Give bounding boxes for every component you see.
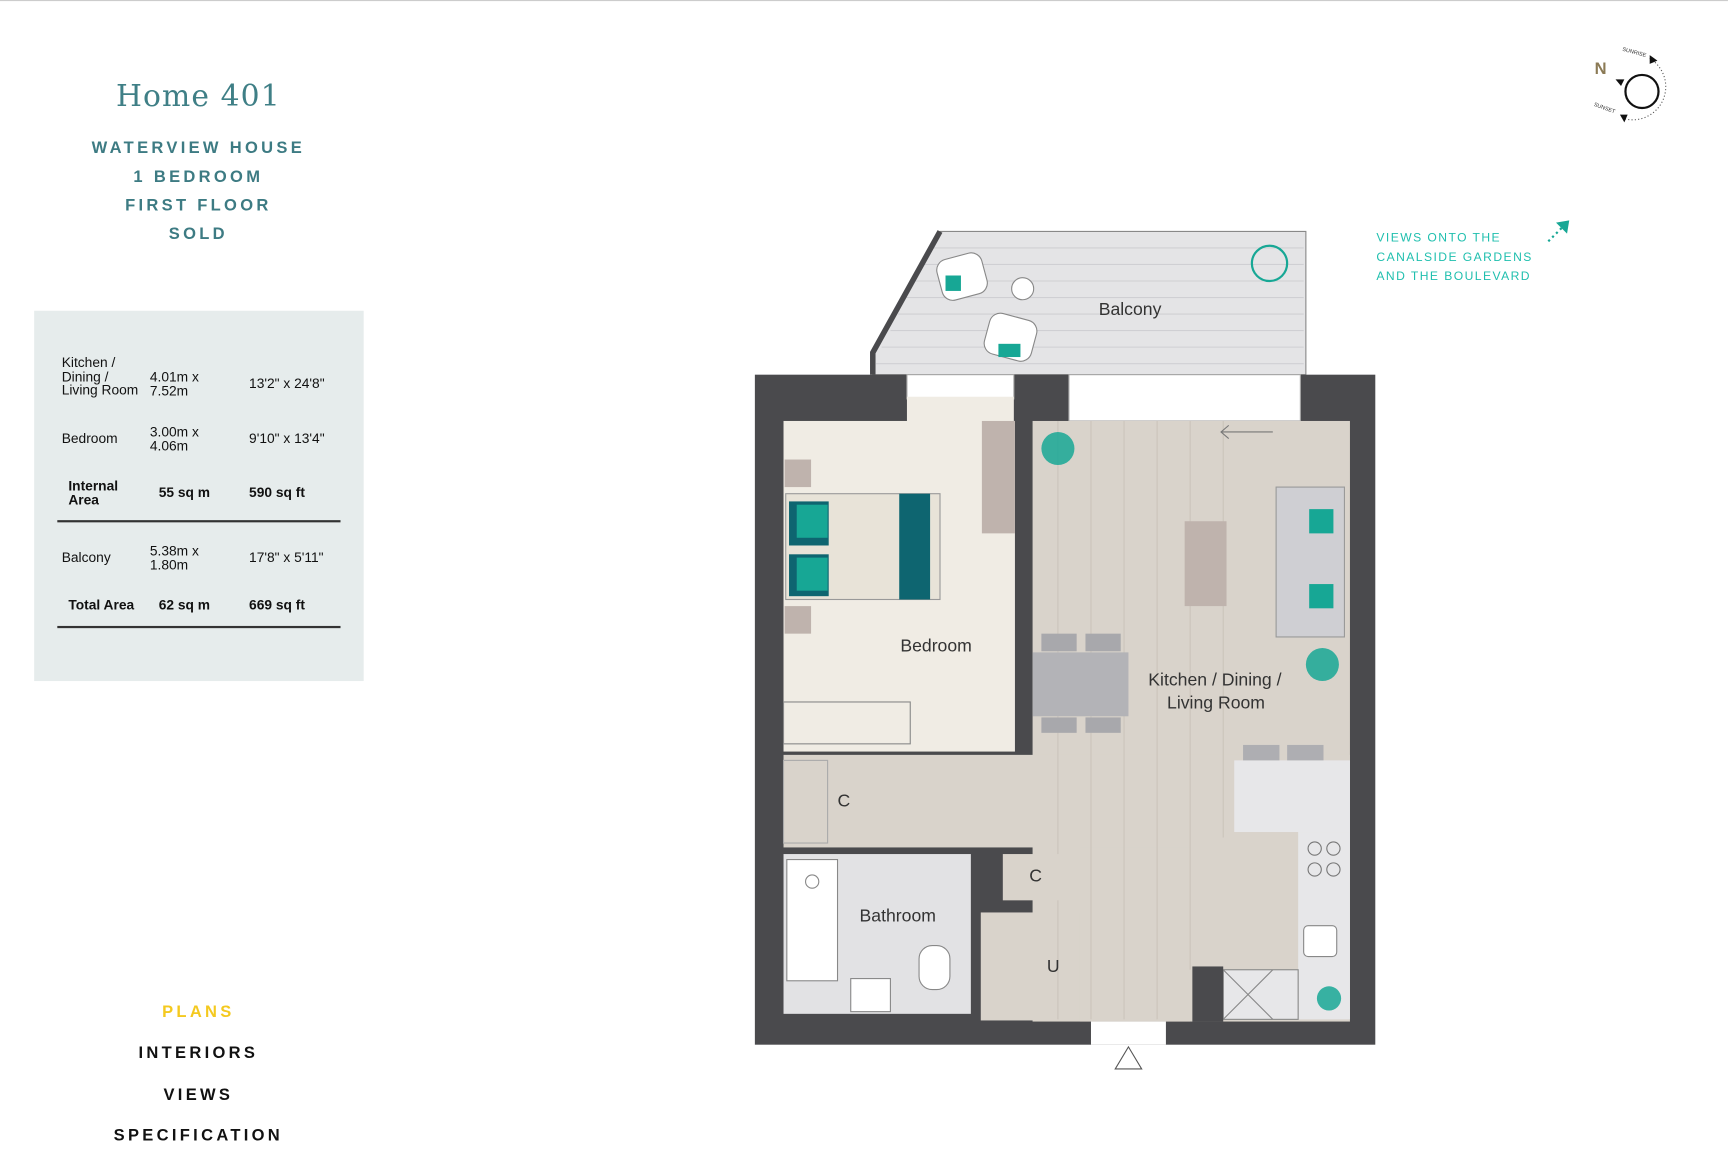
room-label-cupboard-2: C (1029, 866, 1042, 886)
room-name: Internal Area (68, 478, 119, 508)
coffee-table-icon (1184, 521, 1227, 607)
building-name: WATERVIEW HOUSE (91, 138, 306, 158)
room-label-bathroom: Bathroom (860, 905, 936, 925)
sunset-label: SUNSET (1593, 102, 1617, 115)
divider (57, 520, 341, 523)
view-arrow-icon (1547, 220, 1570, 243)
room-label-living: Kitchen / Dining / (1148, 669, 1281, 689)
views-note-line: AND THE BOULEVARD (1376, 269, 1531, 284)
imperial-size: 590 sq ft (249, 484, 305, 501)
sunrise-label: SUNRISE (1622, 47, 1647, 59)
nav-plans[interactable]: PLANS (162, 1002, 235, 1022)
imperial-size: 9'10" x 13'4" (249, 430, 325, 447)
room-label-cupboard: C (838, 791, 851, 811)
entrance-icon (1114, 1045, 1143, 1070)
room-name: Balcony (61, 549, 111, 566)
bedroom-count: 1 BEDROOM (133, 167, 264, 187)
room-name: Bedroom (61, 430, 118, 447)
chair-icon (983, 312, 1038, 362)
area-table: Kitchen / Dining / Living Room 4.01m x 7… (34, 310, 364, 682)
views-note-line: CANALSIDE GARDENS (1376, 250, 1533, 264)
north-label: N (1595, 59, 1607, 78)
desk-icon (981, 420, 1015, 534)
metric-size: 62 sq m (158, 597, 210, 613)
room-label-utility: U (1047, 956, 1060, 976)
basin-icon (850, 978, 891, 1013)
plant-icon (1250, 244, 1289, 283)
status-badge: SOLD (168, 224, 228, 244)
compass-icon: N SUNRISE SUNSET (1593, 47, 1667, 123)
top-divider (0, 0, 1728, 2)
arrow-icon (1220, 424, 1230, 440)
nav-specification[interactable]: SPECIFICATION (113, 1126, 284, 1145)
wardrobe-icon (782, 759, 829, 844)
room-name: Kitchen / Dining / Living Room (61, 354, 139, 398)
nav-interiors[interactable]: INTERIORS (138, 1043, 259, 1063)
room-label-living-2: Living Room (1167, 693, 1265, 713)
room-name: Total Area (68, 597, 135, 613)
dining-table-icon (1032, 652, 1129, 717)
metric-size: 55 sq m (158, 484, 210, 501)
chair-icon (936, 252, 988, 301)
page-title: Home 401 (115, 79, 281, 114)
sink-icon (1303, 925, 1338, 958)
plant-icon (1305, 647, 1339, 682)
floor-level: FIRST FLOOR (125, 196, 272, 215)
metric-size: 5.38m x 1.80m (149, 543, 199, 573)
bath-icon (786, 859, 839, 982)
toilet-icon (918, 944, 951, 991)
divider (57, 625, 341, 628)
views-note: VIEWS ONTO THE CANALSIDE GARDENS AND THE… (1376, 229, 1532, 287)
imperial-size: 13'2" x 24'8" (249, 375, 325, 392)
metric-size: 4.01m x 7.52m (149, 369, 199, 399)
views-note-line: VIEWS ONTO THE (1376, 231, 1502, 245)
plant-icon (1316, 986, 1342, 1011)
room-label-balcony: Balcony (1099, 299, 1162, 319)
imperial-size: 17'8" x 5'11" (249, 549, 324, 566)
wardrobe-icon (782, 701, 911, 745)
room-label-bedroom: Bedroom (900, 635, 972, 655)
plant-icon (1041, 431, 1075, 466)
imperial-size: 669 sq ft (249, 597, 305, 613)
balcony: Balcony (870, 230, 1307, 376)
metric-size: 3.00m x 4.06m (149, 424, 199, 454)
nav-views[interactable]: VIEWS (163, 1085, 234, 1105)
hob-icon (1307, 841, 1341, 877)
